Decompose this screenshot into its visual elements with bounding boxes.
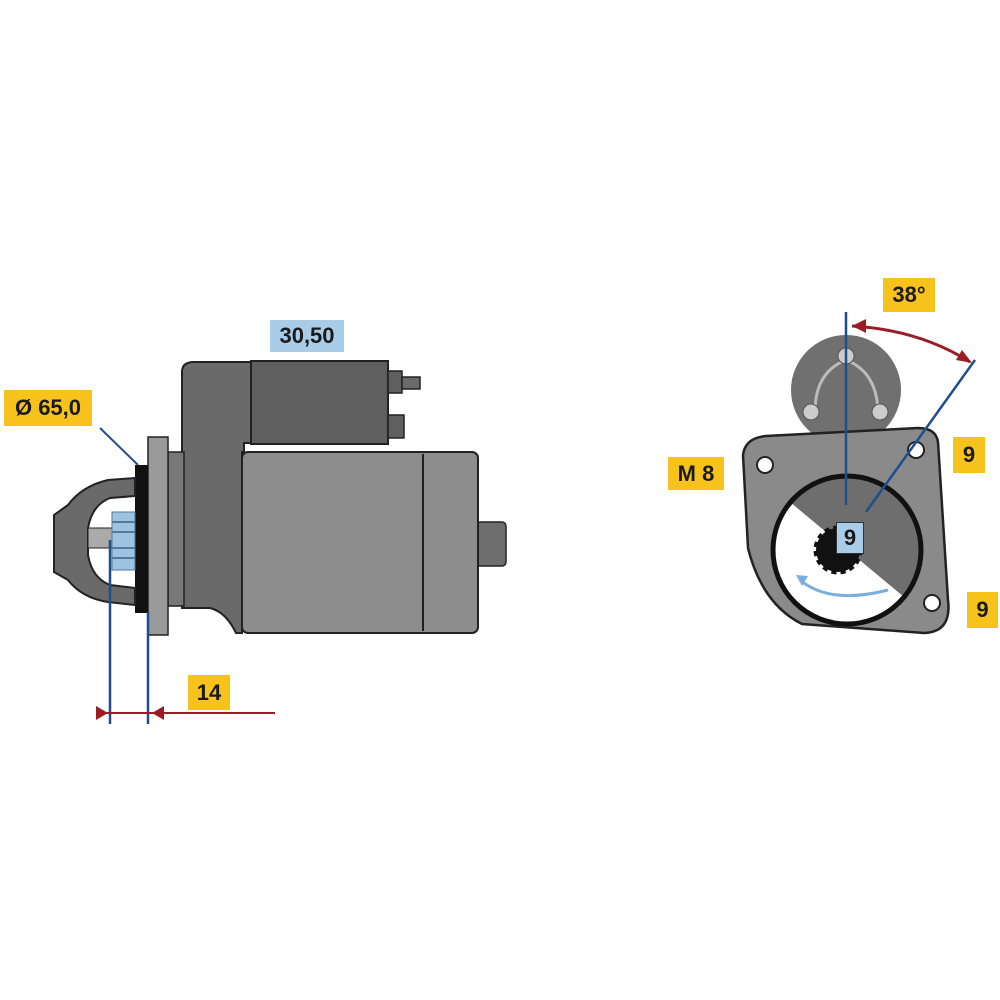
motor-body <box>241 451 479 634</box>
teeth-count-label: 9 <box>836 522 864 554</box>
cap-screw <box>871 403 889 421</box>
hole-label-bottom: 9 <box>967 592 998 628</box>
angle-arc <box>851 324 971 364</box>
solenoid <box>250 360 389 445</box>
angle-arrowhead <box>956 350 972 363</box>
hole-label-top: 9 <box>953 437 985 473</box>
arrowhead-left <box>152 706 164 720</box>
cap-screw <box>802 403 820 421</box>
diameter-label: Ø 65,0 <box>4 390 92 426</box>
front-view <box>741 312 977 635</box>
rotation-arrow <box>799 578 889 598</box>
side-view <box>53 360 507 724</box>
mounting-hole <box>923 594 941 612</box>
angle-arrowhead <box>852 319 866 333</box>
collar <box>167 451 185 607</box>
terminal-stud <box>401 376 421 390</box>
flange-gasket <box>135 465 148 613</box>
terminal-lower <box>387 414 405 439</box>
arrowhead-right <box>96 706 108 720</box>
end-stub <box>475 521 507 567</box>
mounting-flange <box>147 436 169 636</box>
drive-housing <box>181 361 253 634</box>
diameter-leader <box>99 427 139 466</box>
angle-reference-line <box>864 359 977 513</box>
rotation-arrowhead <box>796 575 808 586</box>
solenoid-dimension-label: 30,50 <box>270 320 344 352</box>
pinion-gear <box>111 511 136 571</box>
nose-housing <box>53 476 136 607</box>
mounting-hole <box>756 456 774 474</box>
terminal-upper <box>387 370 403 394</box>
shaft <box>87 527 113 549</box>
offset-label: 14 <box>188 675 230 710</box>
angle-label: 38° <box>883 278 935 312</box>
thread-label: M 8 <box>668 457 724 490</box>
pinion-teeth <box>112 521 135 559</box>
